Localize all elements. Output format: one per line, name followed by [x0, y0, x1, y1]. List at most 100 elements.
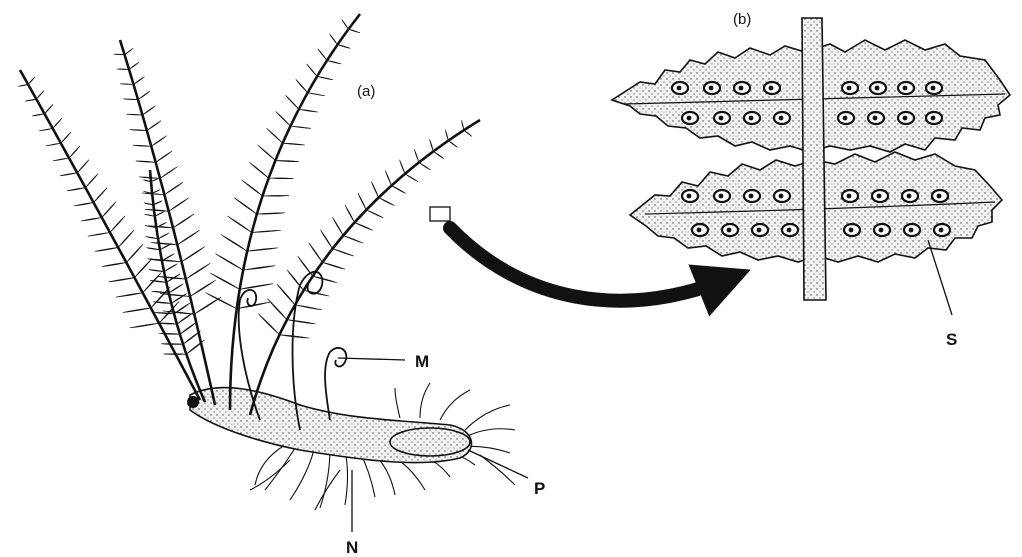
frond-pinna: [151, 242, 177, 244]
frond-pinna: [149, 270, 164, 272]
frond-pinna: [130, 130, 147, 131]
frond-pinna: [164, 264, 177, 272]
frond-pinna: [110, 216, 125, 233]
frond-pinna: [379, 198, 395, 206]
frond-pinna: [85, 174, 98, 188]
frond-pinna: [123, 99, 138, 100]
sorus-center: [849, 228, 854, 233]
label-m: M: [415, 352, 429, 371]
sorus-center: [931, 86, 936, 91]
frond-pinna: [69, 146, 80, 158]
frond-pinna: [134, 77, 145, 85]
sorus-center: [709, 86, 714, 91]
sorus-center: [875, 86, 880, 91]
sorus-center: [877, 194, 882, 199]
frond-pinna: [158, 233, 169, 239]
frond-pinna: [317, 76, 333, 79]
frond-pinna: [160, 166, 178, 178]
frond-pinna: [159, 333, 180, 334]
sorus-center: [779, 116, 784, 121]
panel-a-label: (a): [357, 83, 375, 100]
frond-pinna: [267, 299, 287, 320]
frond-pinna: [102, 263, 127, 267]
frond-pinna: [114, 54, 125, 55]
frond-pinna: [143, 273, 161, 293]
frond-pinna: [448, 141, 457, 148]
frond-pinna: [136, 161, 156, 162]
sorus-center: [843, 116, 848, 121]
frond-pinna: [32, 114, 45, 116]
frond-pinna: [354, 223, 372, 231]
frond-pinna: [94, 188, 107, 203]
frond-pinna: [205, 293, 236, 309]
frond-pinna: [258, 314, 279, 335]
frond-pinna: [155, 312, 174, 313]
sorus-center: [687, 194, 692, 199]
frond-pinna: [419, 162, 431, 169]
rhizome-base: [187, 396, 199, 408]
label-p-pointer: [468, 450, 528, 478]
frond-pinna: [266, 128, 282, 143]
sorus-center: [879, 228, 884, 233]
frond-pinna: [36, 91, 44, 100]
sorus-center: [847, 194, 852, 199]
frond-pinna: [88, 233, 110, 237]
frond-pinna: [152, 190, 160, 194]
frond-pinna: [283, 143, 305, 145]
frond-pinna: [279, 335, 309, 338]
frond-pinna: [118, 230, 134, 248]
frond-pinna: [358, 193, 366, 210]
frond-pinna: [286, 95, 299, 109]
frond-pinna: [177, 230, 199, 245]
magnified-pinnae: [612, 18, 1010, 300]
rachis: [802, 18, 826, 300]
frond-pinna: [391, 186, 405, 194]
frond-pinna: [95, 248, 118, 252]
frond-pinna: [337, 45, 350, 49]
fern-plant-illustration: [18, 14, 515, 510]
frond-rachis: [20, 70, 200, 400]
frond-pinna: [287, 320, 315, 324]
frond-pinna: [345, 205, 355, 223]
frond-pinna: [77, 160, 89, 173]
sorus-center: [909, 228, 914, 233]
frond-rachis: [250, 120, 480, 415]
rhizome-tip: [390, 428, 470, 456]
frond-pinna: [135, 258, 153, 277]
frond-pinna: [145, 209, 169, 211]
frond-pinna: [156, 151, 172, 162]
frond-pinna: [28, 77, 35, 85]
frond-pinna: [263, 195, 289, 196]
frond-pinna: [295, 305, 322, 310]
frond-pinna: [67, 188, 86, 191]
frond-pinna: [313, 276, 337, 282]
panel-b-label: (b): [733, 11, 751, 28]
sorus-center: [749, 194, 754, 199]
frond-pinna: [464, 130, 472, 136]
label-s-pointer: [928, 240, 952, 315]
sorus-center: [937, 194, 942, 199]
frond-pinna: [333, 249, 354, 256]
frond-pinna: [227, 216, 251, 232]
frond-pinna: [332, 217, 343, 235]
frond-pinna: [138, 91, 150, 100]
sorus-center: [719, 194, 724, 199]
sorus-center: [687, 116, 692, 121]
frond-pinna: [147, 121, 161, 131]
frond-pinna: [276, 111, 291, 126]
frond-rachis: [230, 14, 360, 410]
frond-pinna: [249, 162, 268, 178]
frond-pinna: [25, 99, 36, 101]
frond-pinna: [142, 106, 155, 115]
frond-pinna: [123, 308, 151, 312]
frond-pinna: [242, 180, 263, 196]
frond-pinna: [182, 247, 205, 262]
sorus-center: [739, 86, 744, 91]
frond-pinna: [162, 254, 174, 261]
frond-pinna: [153, 201, 162, 205]
sorus-center: [939, 228, 944, 233]
frond-pinna: [60, 173, 77, 176]
frond-pinna: [102, 202, 116, 218]
